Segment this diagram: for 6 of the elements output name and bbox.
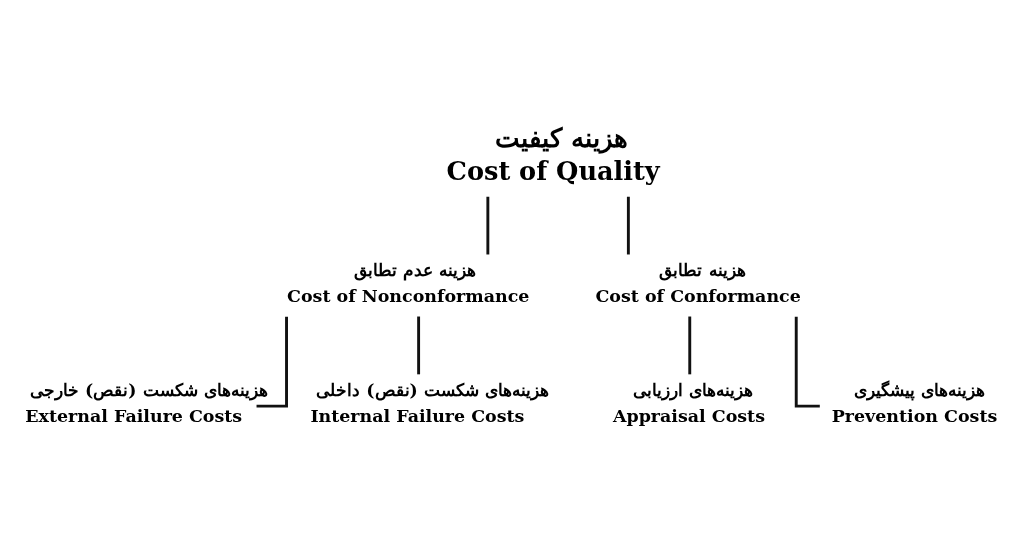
connector [417, 316, 421, 375]
connector [794, 316, 820, 408]
connector [256, 316, 288, 408]
connector [626, 196, 630, 255]
connector [486, 196, 490, 255]
connector [688, 316, 692, 375]
